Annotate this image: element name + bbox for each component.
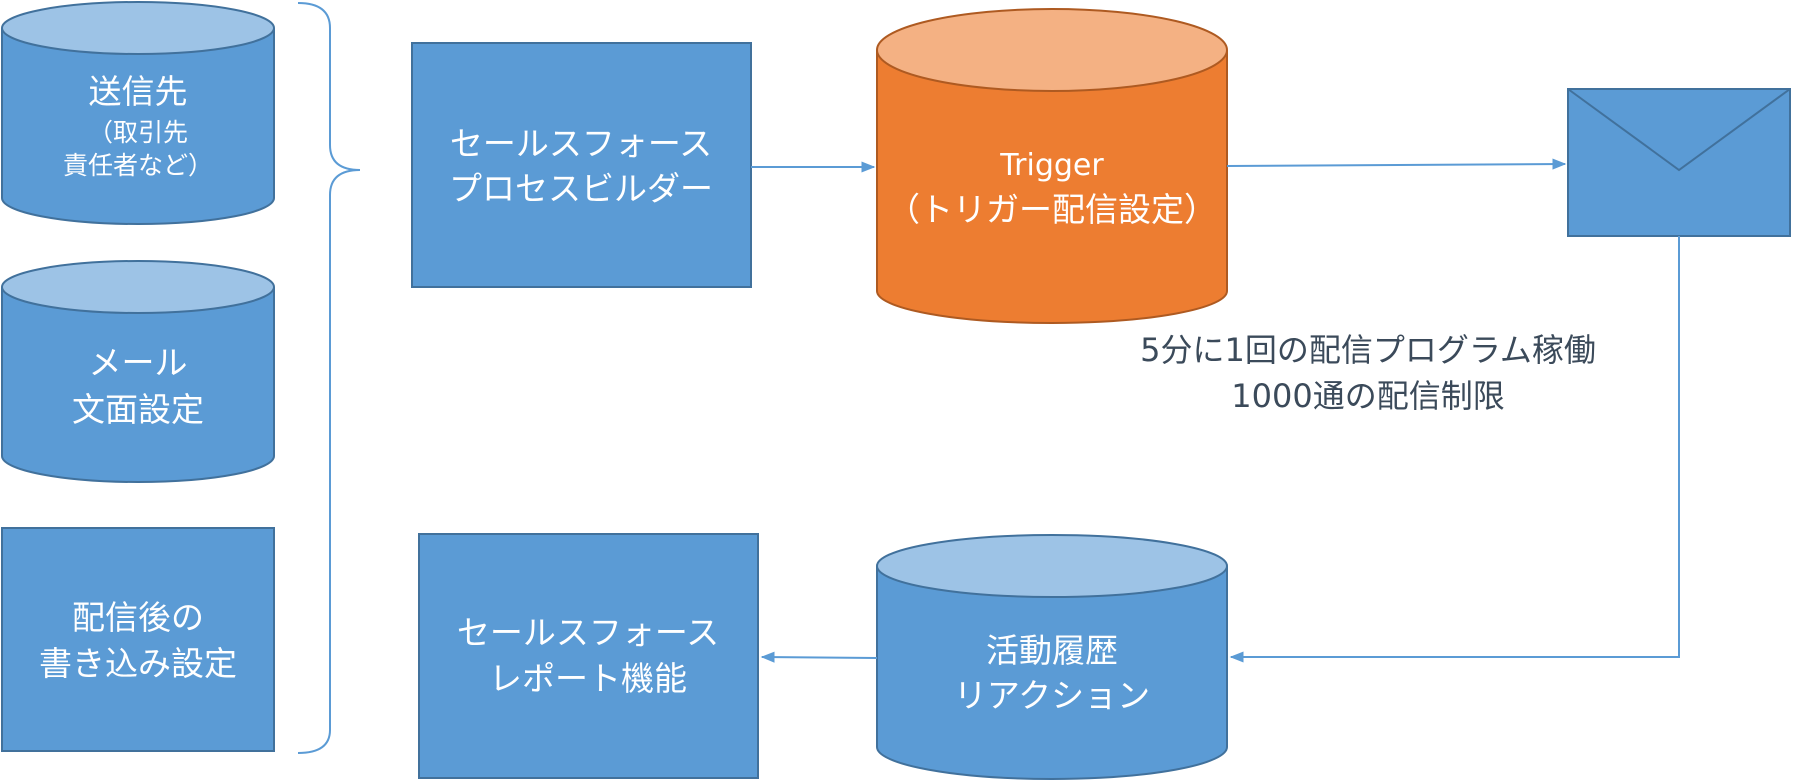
trigger-line2: （トリガー配信設定） xyxy=(887,190,1217,229)
envelope-icon xyxy=(1567,88,1791,237)
report-box: セールスフォース レポート機能 xyxy=(418,533,759,779)
arrow-trigger-to-mail xyxy=(1226,158,1567,170)
arrow-history-to-report xyxy=(760,651,878,663)
process-builder-box: セールスフォース プロセスビルダー xyxy=(411,42,752,288)
recipient-cylinder: 送信先 （取引先 責任者など） xyxy=(1,1,275,225)
arrow-mail-to-history xyxy=(1229,236,1680,663)
report-line2: レポート機能 xyxy=(489,659,687,698)
note-line2: 1000通の配信制限 xyxy=(1231,377,1504,415)
post-line2: 書き込み設定 xyxy=(39,644,237,683)
trigger-line1: Trigger xyxy=(999,148,1104,183)
report-line1: セールスフォース xyxy=(457,613,719,652)
post-delivery-box: 配信後の 書き込み設定 xyxy=(1,527,275,752)
mail-content-cylinder: メール 文面設定 xyxy=(1,260,275,483)
trigger-cylinder: Trigger （トリガー配信設定） xyxy=(876,8,1228,324)
note-line1: 5分に1回の配信プログラム稼働 xyxy=(1140,331,1596,369)
mail-line2: 文面設定 xyxy=(72,390,204,429)
process-builder-line1: セールスフォース xyxy=(450,124,712,163)
history-line2: リアクション xyxy=(954,676,1150,715)
process-builder-line2: プロセスビルダー xyxy=(449,169,713,208)
post-line1: 配信後の xyxy=(72,598,204,637)
history-line1: 活動履歴 xyxy=(986,631,1118,670)
recipient-sub1: （取引先 xyxy=(88,118,188,147)
mail-line1: メール xyxy=(89,343,188,382)
activity-history-cylinder: 活動履歴 リアクション xyxy=(876,534,1228,780)
recipient-sub2: 責任者など） xyxy=(63,151,213,180)
recipient-title: 送信先 xyxy=(89,72,188,111)
input-group-brace xyxy=(297,2,361,754)
